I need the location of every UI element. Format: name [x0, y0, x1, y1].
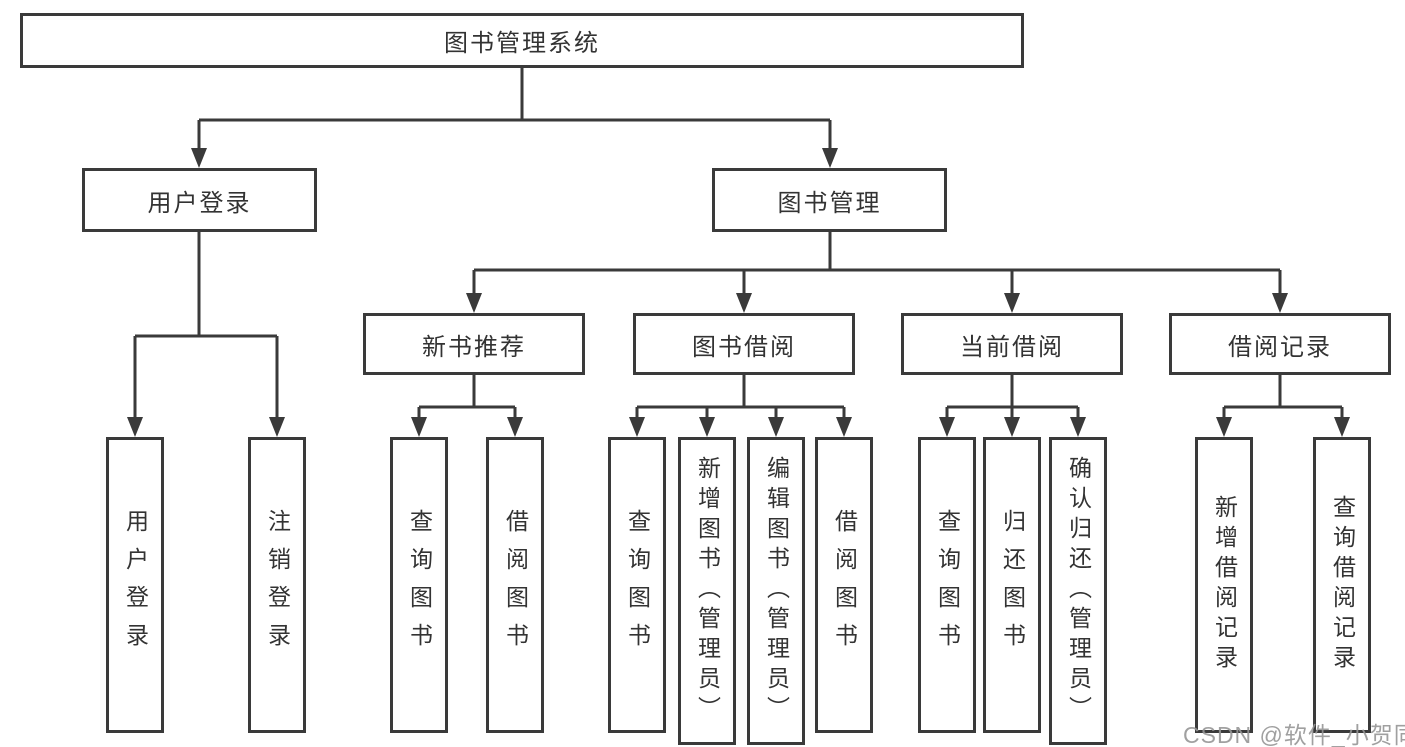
- node-borrowing-records: 借阅记录: [1169, 313, 1391, 375]
- node-label: 借阅记录: [1228, 333, 1332, 361]
- leaf-label: 新增借阅记录: [1211, 495, 1238, 675]
- edge-user-login-to-leaves: [127, 232, 285, 437]
- node-label: 图书借阅: [692, 333, 796, 361]
- node-label: 当前借阅: [960, 333, 1064, 361]
- csdn-watermark: CSDN @软件_小贺同学: [1183, 722, 1405, 747]
- leaf-label: 注销登录: [264, 509, 291, 661]
- edge-root-to-level2: [191, 68, 838, 168]
- node-label: 用户登录: [147, 189, 252, 217]
- edge-borrowing-records-to-leaves: [1216, 375, 1350, 437]
- node-new-book-recommendation: 新书推荐: [363, 313, 585, 375]
- leaf-label: 编辑图书（管理员）: [763, 456, 790, 726]
- leaf-label: 确认归还（管理员）: [1065, 456, 1092, 726]
- leaf-label: 借阅图书: [831, 509, 858, 661]
- edge-new-book-recommendation-to-leaves: [411, 375, 523, 437]
- leaf-label: 借阅图书: [502, 509, 529, 661]
- edge-current-borrowing-to-leaves: [939, 375, 1086, 437]
- leaf-label: 查询图书: [934, 509, 961, 661]
- leaf-label: 归还图书: [999, 509, 1026, 661]
- leaf-confirm-return-admin: 确认归还（管理员）: [1049, 437, 1107, 745]
- leaf-borrow-books: 借阅图书: [486, 437, 544, 733]
- node-label: 新书推荐: [422, 333, 526, 361]
- edge-book-management-to-level3: [466, 232, 1288, 313]
- leaf-label: 查询图书: [624, 509, 651, 661]
- leaf-edit-books-admin: 编辑图书（管理员）: [747, 437, 805, 745]
- leaf-user-login: 用户登录: [106, 437, 164, 733]
- leaf-label: 查询借阅记录: [1329, 495, 1356, 675]
- leaf-query-books: 查询图书: [608, 437, 666, 733]
- leaf-borrow-books: 借阅图书: [815, 437, 873, 733]
- leaf-add-borrow-record: 新增借阅记录: [1195, 437, 1253, 733]
- node-book-management: 图书管理: [712, 168, 947, 232]
- leaf-return-books: 归还图书: [983, 437, 1041, 733]
- node-user-login: 用户登录: [82, 168, 317, 232]
- node-current-borrowing: 当前借阅: [901, 313, 1123, 375]
- leaf-logout: 注销登录: [248, 437, 306, 733]
- leaf-query-books: 查询图书: [918, 437, 976, 733]
- leaf-label: 新增图书（管理员）: [694, 456, 721, 726]
- leaf-query-books: 查询图书: [390, 437, 448, 733]
- node-book-borrowing: 图书借阅: [633, 313, 855, 375]
- node-label: 图书管理: [777, 189, 882, 217]
- node-label: 图书管理系统: [444, 30, 600, 57]
- leaf-label: 用户登录: [122, 509, 149, 661]
- leaf-label: 查询图书: [406, 509, 433, 661]
- leaf-query-borrow-record: 查询借阅记录: [1313, 437, 1371, 733]
- edge-book-borrowing-to-leaves: [629, 375, 852, 437]
- node-library-management-system: 图书管理系统: [20, 13, 1024, 68]
- leaf-add-books-admin: 新增图书（管理员）: [678, 437, 736, 745]
